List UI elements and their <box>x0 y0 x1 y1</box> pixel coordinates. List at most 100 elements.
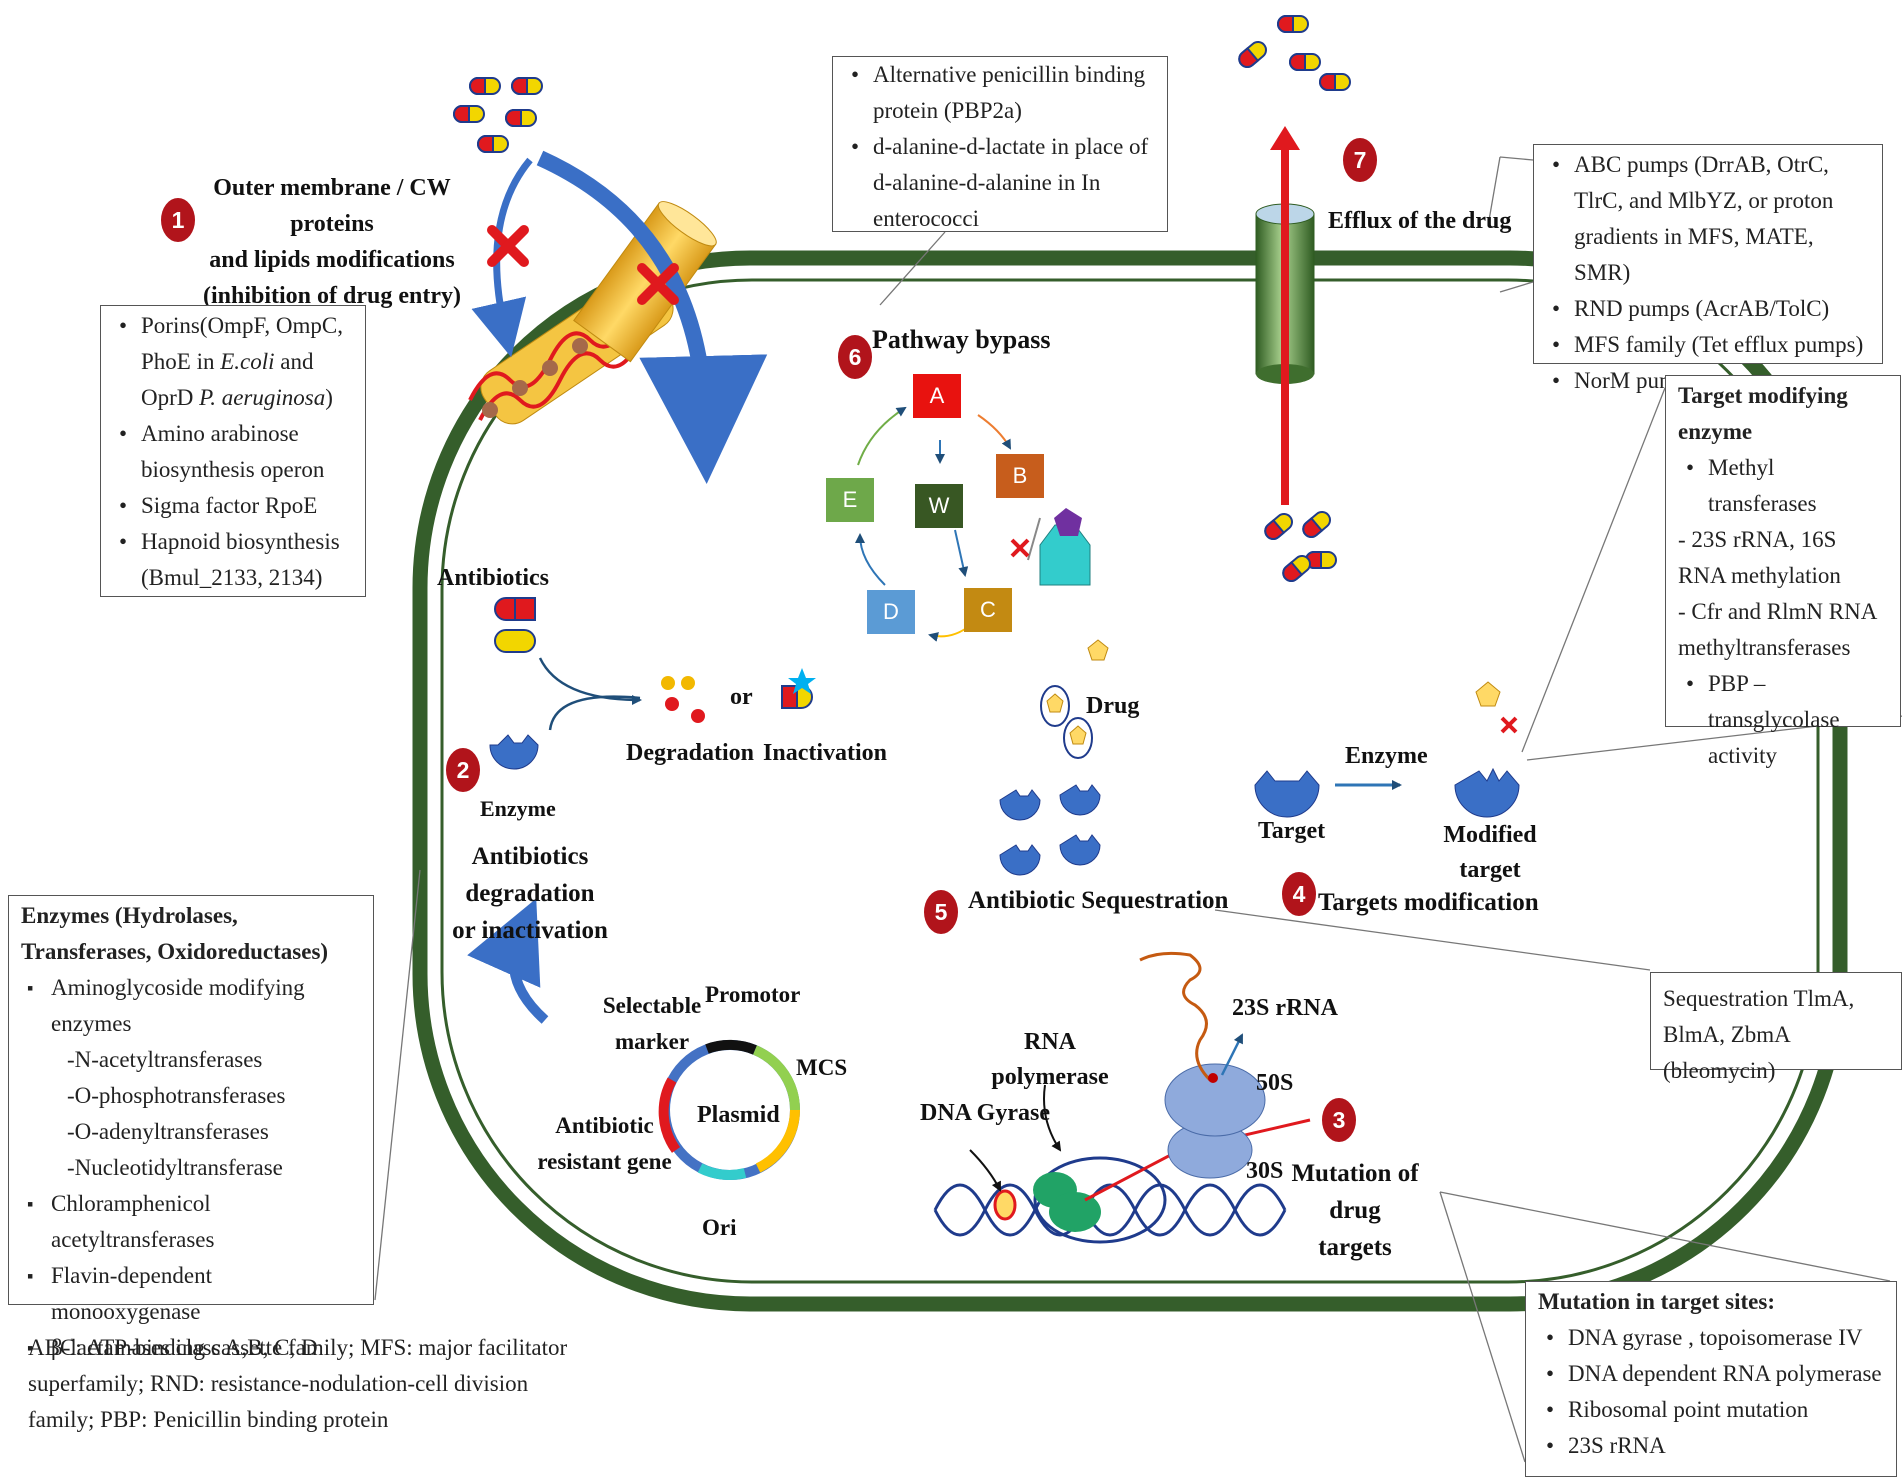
target-mod-sub: - Cfr and RlmN RNA methyltransferases <box>1678 599 1877 660</box>
gyrase-label: DNA Gyrase <box>920 1100 1050 1126</box>
pathway-node-c: C <box>964 588 1012 632</box>
porins-box: Porins(OmpF, OmpC, PhoE in E.coli and Op… <box>100 305 366 597</box>
dna-gyrase-icon <box>993 1189 1017 1221</box>
pathway-node-d: D <box>867 590 915 634</box>
badge-4: 4 <box>1282 872 1316 916</box>
pathway-node-w: W <box>915 484 963 528</box>
pathway-node-b: B <box>996 454 1044 498</box>
drug-capsules-efflux-in <box>1264 510 1337 582</box>
rna-polymerase-icon <box>1033 1172 1101 1232</box>
bypass-blocked-enzyme-icon <box>1010 508 1091 586</box>
blocked-cross-icon <box>487 225 679 305</box>
pbp-box: Alternative penicillin binding protein (… <box>832 56 1168 232</box>
target-mod-item: Methyl transferases <box>1678 450 1888 522</box>
enzymes-item: Aminoglycoside modifying enzymes <box>21 970 361 1042</box>
enzymes-box: Enzymes (Hydrolases, Transferases, Oxido… <box>8 895 374 1366</box>
m4-label: Targets modification <box>1318 889 1539 916</box>
enzymes-head: Enzymes (Hydrolases, Transferases, Oxido… <box>21 903 329 964</box>
enzymes-sub: -N-acetyltransferases <box>67 1047 263 1072</box>
dna-helix-icon <box>933 1183 1287 1237</box>
inactivation-label: Inactivation <box>763 740 888 766</box>
pathway-node-e: E <box>826 478 874 522</box>
ribosome-icon <box>1164 1063 1266 1179</box>
antibiotic-capsule-icon <box>494 597 536 653</box>
sequestration-icons <box>999 784 1101 876</box>
plasmid-ring-icon <box>658 1039 800 1180</box>
enzymes-item: β-lactamases class A,B, C, D <box>21 1330 361 1366</box>
badge-3: 3 <box>1322 1098 1356 1142</box>
pathway-node-a: A <box>913 374 961 418</box>
target-mod-item: PBP –transglycolase activity <box>1678 666 1888 774</box>
ori-label: Ori <box>702 1215 737 1240</box>
enzyme-label-m4: Enzyme <box>1345 743 1428 769</box>
efflux-item: ABC pumps (DrrAB, OtrC, TlrC, and MlbYZ,… <box>1544 147 1872 291</box>
target-label: Target <box>1258 818 1326 844</box>
inactivated-drug-icon <box>781 668 816 709</box>
antibiotics-label: Antibiotics <box>437 565 550 591</box>
enzyme-icon-m2 <box>489 734 539 770</box>
porins-item: Sigma factor RpoE <box>111 488 355 524</box>
cell-outer-membrane <box>412 250 1848 1312</box>
promotor-label: Promotor <box>705 982 801 1007</box>
mutation-item: DNA gyrase , topoisomerase IV <box>1538 1320 1884 1356</box>
badge-1: 1 <box>161 198 195 242</box>
enzymes-sub: -O-adenyltransferases <box>67 1119 269 1144</box>
target-modifying-box: Target modifying enzyme Methyl transfera… <box>1665 375 1901 768</box>
blocked-cross-m4 <box>1500 716 1518 734</box>
badge-2: 2 <box>446 748 480 792</box>
plasmid-label: Plasmid <box>697 1102 780 1128</box>
50s-label: 50S <box>1256 1070 1294 1096</box>
drug-pentagon-icons <box>1040 639 1109 759</box>
enzymes-item: Flavin-dependent monooxygenase <box>21 1258 361 1330</box>
mutation-head: Mutation in target sites: <box>1538 1289 1775 1314</box>
modified-target-icon <box>1454 767 1520 818</box>
porins-item: Porins(OmpF, OmpC, PhoE in E.coli and Op… <box>111 308 355 416</box>
mutation-item: Ribosomal point mutation <box>1538 1392 1884 1428</box>
mutation-item: DNA dependent RNA polymerase <box>1538 1356 1884 1392</box>
m7-label: Efflux of the drug <box>1328 208 1512 234</box>
efflux-box: ABC pumps (DrrAB, OtrC, TlrC, and MlbYZ,… <box>1533 144 1883 399</box>
enzyme-label-m2: Enzyme <box>480 796 556 821</box>
badge-7: 7 <box>1343 138 1377 182</box>
m6-label: Pathway bypass <box>872 325 1051 354</box>
efflux-item: MFS family (Tet efflux pumps) <box>1544 327 1872 363</box>
drug-label: Drug <box>1086 693 1140 719</box>
drug-pentagon-m4 <box>1475 681 1501 707</box>
target-mod-head: Target modifying enzyme <box>1678 383 1848 444</box>
mcs-label: MCS <box>796 1055 848 1080</box>
mutation-item: 23S rRNA <box>1538 1428 1884 1464</box>
pbp-item: Alternative penicillin binding protein (… <box>843 57 1157 129</box>
enzymes-sub: -Nucleotidyltransferase <box>67 1155 283 1180</box>
enzymes-sub: -O-phosphotransferases <box>67 1083 286 1108</box>
porins-item: Hapnoid biosynthesis (Bmul_2133, 2134) <box>111 524 355 596</box>
30s-label: 30S <box>1246 1158 1284 1184</box>
porins-item: Amino arabinose biosynthesis operon <box>111 416 355 488</box>
pbp-item: d-alanine-d-lactate in place of d-alanin… <box>843 129 1157 237</box>
drug-capsules-efflux-out <box>1238 15 1351 91</box>
drug-capsules-top <box>452 77 543 153</box>
enzymes-item: Chloramphenicol acetyltransferases <box>21 1186 361 1258</box>
target-icon <box>1254 770 1320 818</box>
degradation-fragments-icon <box>661 676 705 723</box>
rrna-label: 23S rRNA <box>1232 995 1338 1021</box>
rrna-coil <box>1139 951 1212 1082</box>
entry-arrow-large <box>536 150 768 484</box>
dna-loop <box>1033 1156 1167 1244</box>
target-mod-sub: - 23S rRNA, 16S RNA methylation <box>1678 527 1841 588</box>
degradation-label: Degradation <box>626 740 754 766</box>
sequestration-box: Sequestration TlmA, BlmA, ZbmA (bleomyci… <box>1650 972 1902 1083</box>
m5-label: Antibiotic Sequestration <box>968 887 1229 914</box>
badge-5: 5 <box>924 890 958 934</box>
porin-channel-icon <box>573 201 717 363</box>
or-label: or <box>730 684 753 710</box>
plasmid-to-enzyme-arrow <box>467 898 549 1024</box>
badge-6: 6 <box>838 335 872 379</box>
